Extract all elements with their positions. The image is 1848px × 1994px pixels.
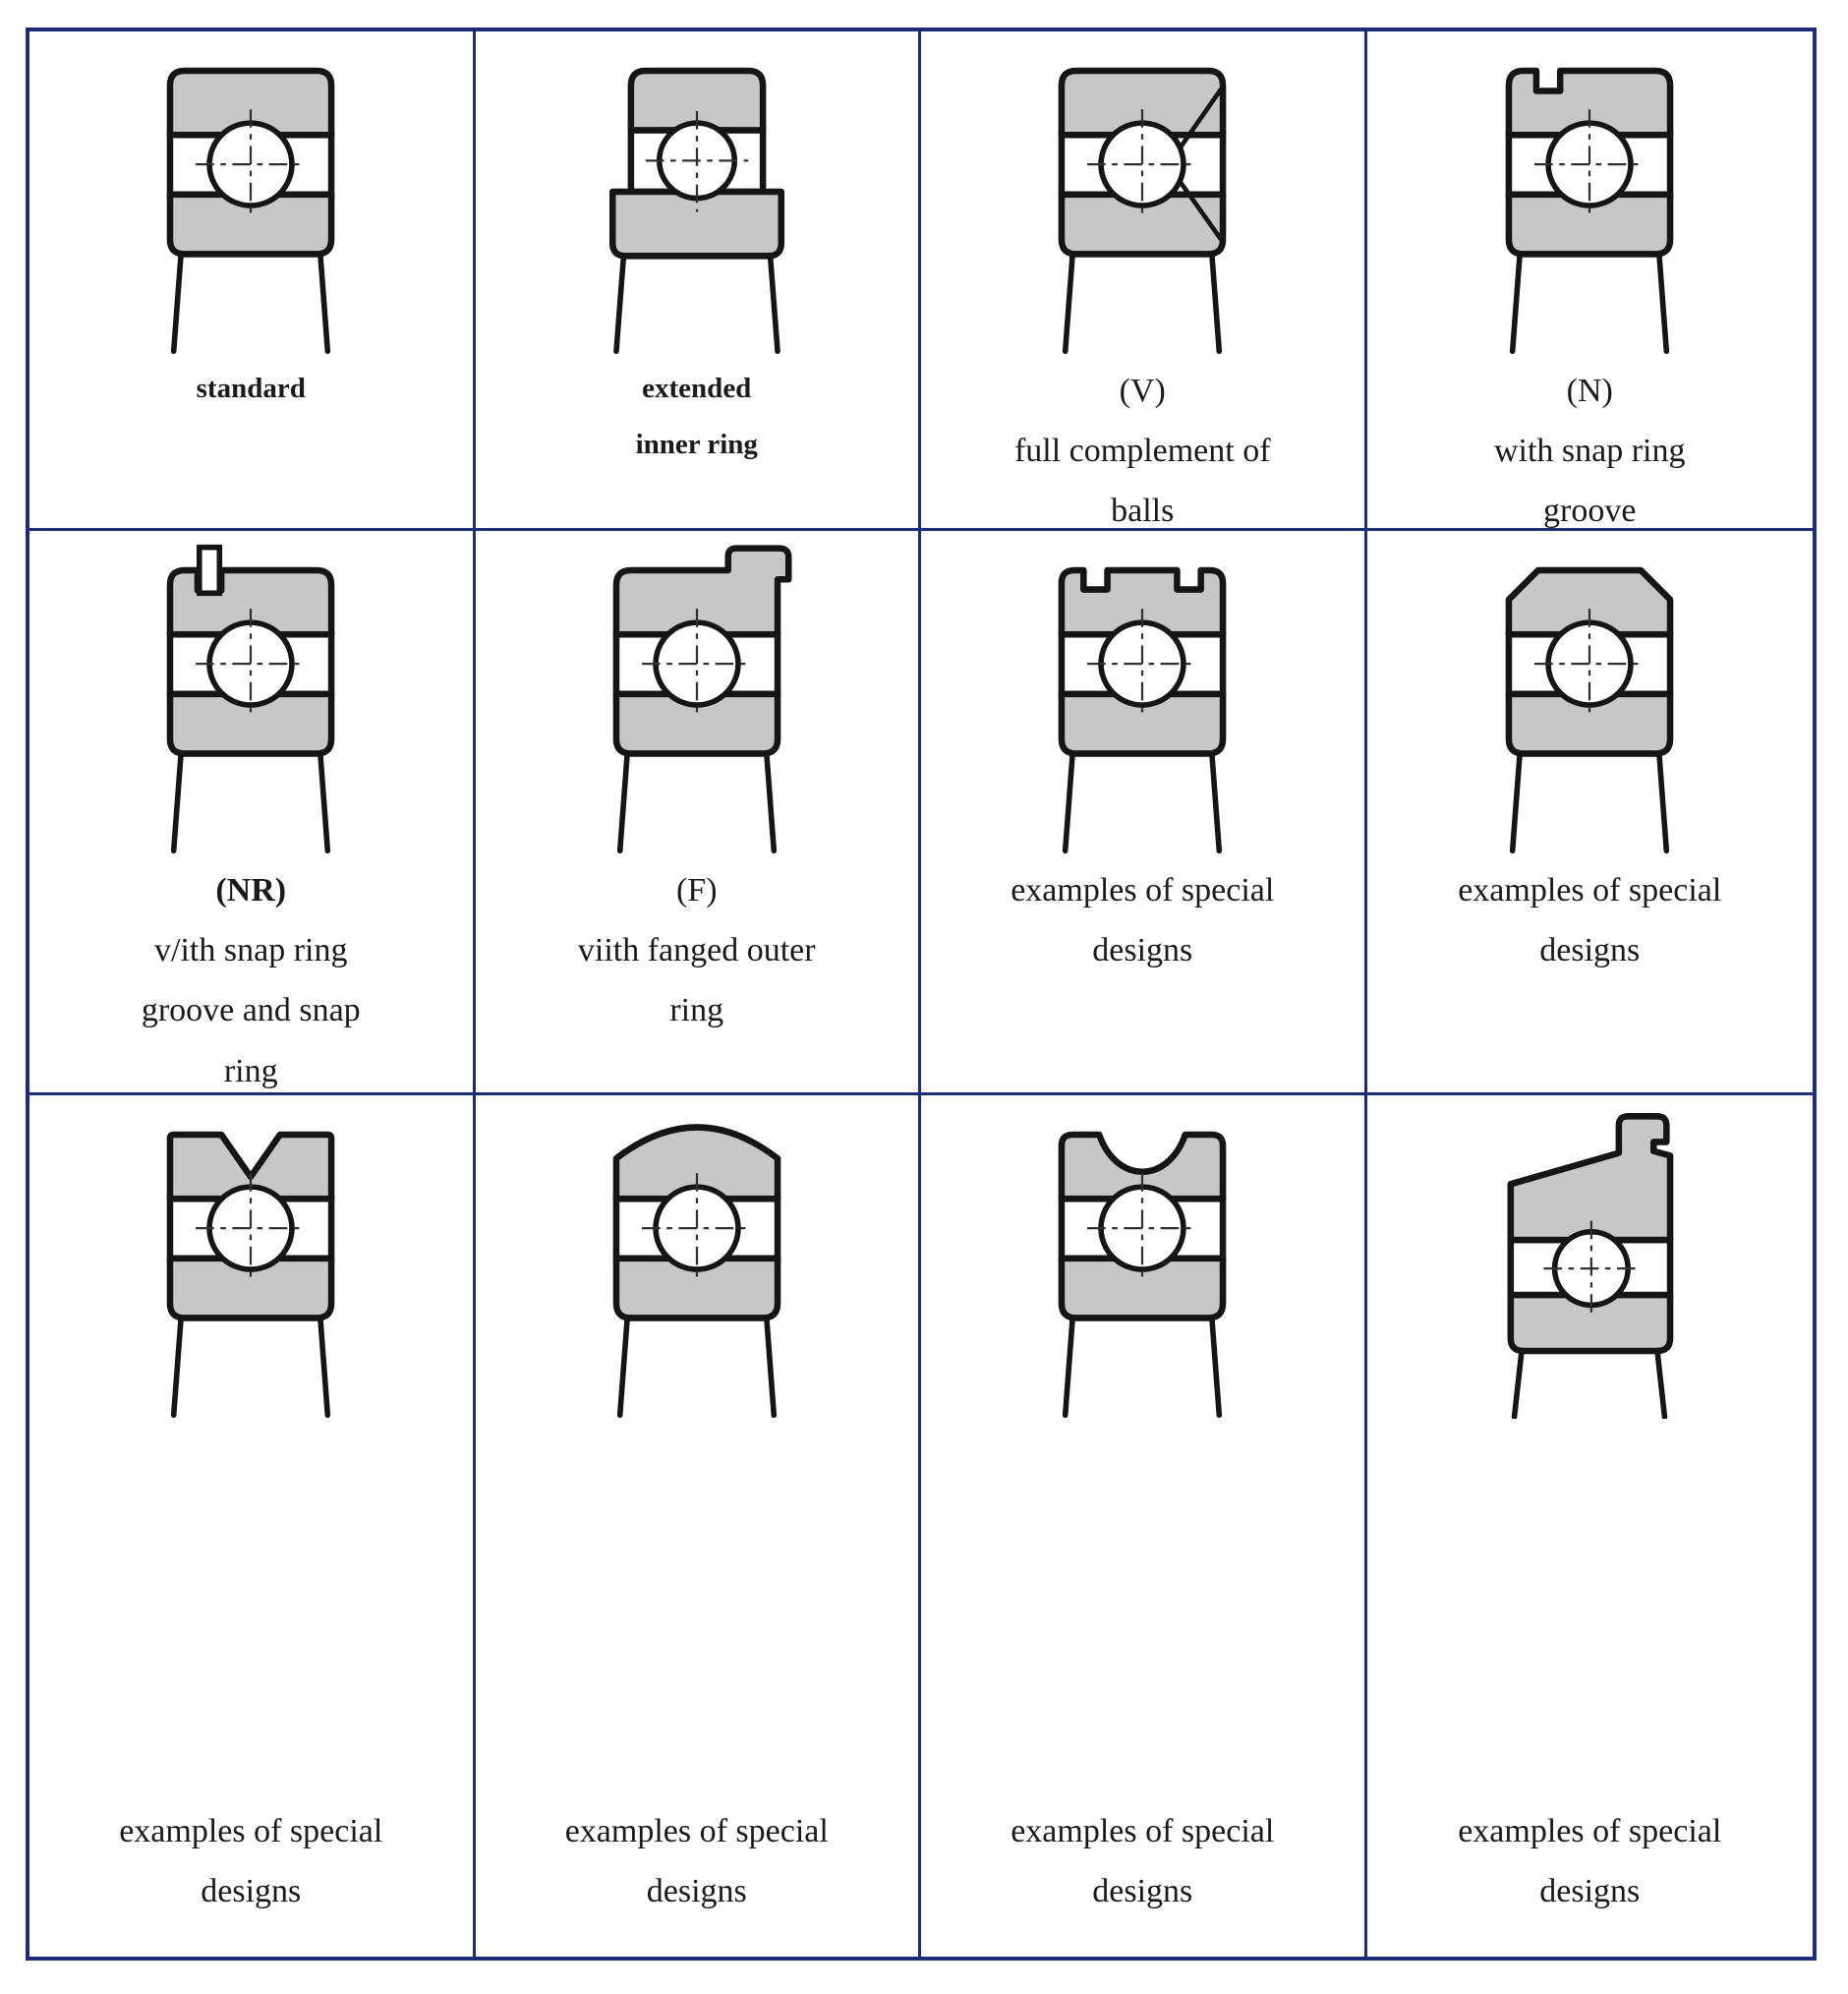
cell-flanged-outer-ring: (F) viith fanged outer ring	[475, 531, 921, 1095]
cell-special-flanged-sloped: examples of special designs	[1367, 1095, 1814, 1957]
bearing-type-label: examples of special designs	[1011, 872, 1275, 969]
bearing-type-label: examples of special designs	[1458, 1812, 1722, 1909]
special-design-concave-bearing-diagram	[1005, 1107, 1280, 1419]
special-design-chamfered-bearing-diagram	[1452, 543, 1727, 854]
cell-special-top-notches: examples of special designs	[921, 531, 1367, 1095]
cell-extended-inner-ring: extended inner ring	[475, 31, 921, 531]
cell-caption: examples of special designs	[1367, 860, 1814, 980]
cell-caption: examples of special designs	[921, 860, 1364, 980]
bearing-types-grid: standard extended inner ring	[29, 31, 1813, 1957]
extended-inner-ring-bearing-diagram	[559, 43, 835, 355]
cell-special-chamfered: examples of special designs	[1366, 531, 1814, 1095]
bearing-type-title: (NR)	[215, 872, 287, 909]
cell-standard: standard	[29, 31, 476, 531]
special-design-flanged-sloped-bearing-diagram	[1452, 1107, 1727, 1419]
cell-special-v-groove: examples of special designs	[29, 1095, 476, 1957]
cell-special-domed: examples of special designs	[476, 1095, 921, 1957]
cell-caption: standard	[29, 361, 473, 417]
flanged-outer-ring-bearing-diagram	[559, 543, 835, 854]
bearing-type-label: examples of special designs	[1458, 872, 1722, 969]
cell-snap-ring-groove: (N) with snap ring groove	[1366, 31, 1814, 531]
cell-caption: extended inner ring	[476, 361, 919, 472]
bearing-type-label: (F) viith fanged outer ring	[577, 872, 816, 1029]
bearing-type-label: examples of special designs	[564, 1812, 829, 1909]
special-design-v-groove-bearing-diagram	[113, 1107, 388, 1419]
cell-caption: (N) with snap ring groove	[1367, 361, 1814, 530]
cell-caption: examples of special designs	[476, 1801, 919, 1957]
bearing-type-label: examples of special designs	[1011, 1812, 1275, 1909]
bearing-type-title: standard	[196, 373, 306, 404]
standard-bearing-diagram	[113, 43, 388, 355]
cell-caption: examples of special designs	[1367, 1801, 1814, 1957]
bearing-type-label: v/ith snap ring groove and snap ring	[141, 932, 361, 1089]
bearing-type-label: (V) full complement of balls	[1013, 373, 1271, 530]
cell-caption: (F) viith fanged outer ring	[476, 860, 919, 1041]
bearing-type-label: (N) with snap ring groove	[1493, 373, 1686, 530]
cell-caption: examples of special designs	[29, 1801, 473, 1957]
bearing-types-table: standard extended inner ring	[26, 28, 1817, 1961]
cell-special-concave: examples of special designs	[921, 1095, 1367, 1957]
special-design-top-notches-bearing-diagram	[1005, 543, 1280, 854]
special-design-domed-bearing-diagram	[559, 1107, 835, 1419]
full-complement-bearing-diagram	[1005, 43, 1280, 355]
cell-snap-ring: (NR) v/ith snap ring groove and snap rin…	[29, 531, 476, 1095]
bearing-type-label: examples of special designs	[119, 1812, 383, 1909]
snap-ring-groove-bearing-diagram	[1452, 43, 1727, 355]
cell-caption: examples of special designs	[921, 1801, 1364, 1957]
bearing-type-title: extended inner ring	[635, 373, 758, 460]
cell-full-complement: (V) full complement of balls	[921, 31, 1367, 531]
cell-caption: (NR) v/ith snap ring groove and snap rin…	[29, 860, 473, 1092]
cell-caption: (V) full complement of balls	[921, 361, 1364, 530]
snap-ring-bearing-diagram	[113, 543, 388, 854]
